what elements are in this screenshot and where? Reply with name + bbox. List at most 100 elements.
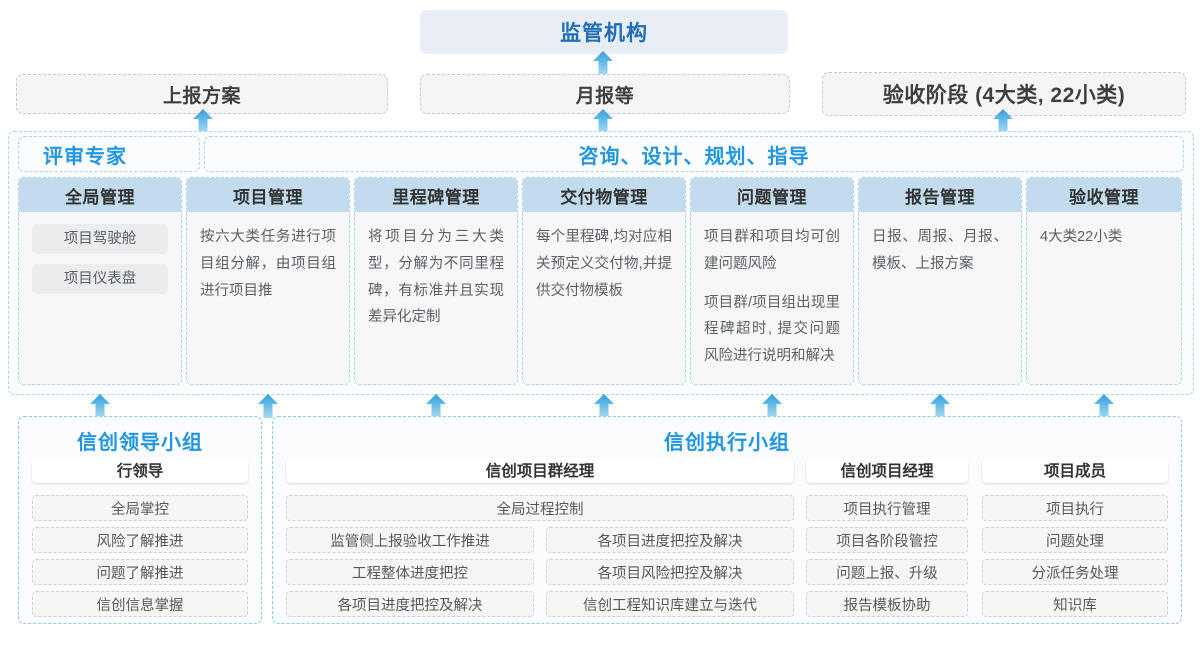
task-item[interactable]: 各项目进度把控及解决	[546, 527, 794, 553]
report-label: 月报等	[575, 85, 635, 107]
role-header-project-member: 项目成员	[982, 457, 1168, 483]
column-paragraph: 4大类22小类	[1040, 229, 1123, 245]
task-label: 项目执行	[1046, 501, 1104, 518]
task-item[interactable]: 全局掌控	[32, 495, 248, 521]
arrow-up-icon	[89, 393, 111, 419]
task-item[interactable]: 问题处理	[982, 527, 1168, 553]
column-project-management: 项目管理 按六大类任务进行项目组分解，由项目组进行项目推	[186, 177, 350, 385]
task-item[interactable]: 各项目进度把控及解决	[286, 591, 534, 617]
task-item[interactable]: 分派任务处理	[982, 559, 1168, 585]
task-item[interactable]: 报告模板协助	[806, 591, 968, 617]
regulator-box: 监管机构	[420, 10, 788, 54]
column-paragraph: 项目群和项目均可创建问题风险	[704, 229, 840, 272]
task-label: 问题处理	[1046, 533, 1104, 550]
task-item[interactable]: 项目执行管理	[806, 495, 968, 521]
chip-item[interactable]: 项目仪表盘	[32, 264, 168, 294]
column-paragraph: 日报、周报、月报、模板、上报方案	[872, 229, 1008, 272]
task-item[interactable]: 问题上报、升级	[806, 559, 968, 585]
arrow-up-icon	[192, 108, 214, 134]
column-global-management: 全局管理 项目驾驶舱 项目仪表盘	[18, 177, 182, 385]
arrow-up-icon	[257, 393, 279, 419]
arrow-up-icon	[1093, 393, 1115, 419]
column-paragraph: 按六大类任务进行项目组分解，由项目组进行项目推	[200, 229, 336, 299]
exec-group-title: 信创执行小组	[664, 432, 790, 454]
column-acceptance-management: 验收管理 4大类22小类	[1026, 177, 1182, 385]
task-label: 全局过程控制	[496, 501, 584, 518]
task-label: 项目各阶段管控	[836, 533, 938, 550]
task-item[interactable]: 知识库	[982, 591, 1168, 617]
arrow-up-icon	[761, 393, 783, 419]
role-label: 项目成员	[1043, 463, 1106, 480]
report-label: 上报方案	[162, 85, 241, 107]
column-header: 验收管理	[1027, 178, 1181, 212]
column-report-management: 报告管理 日报、周报、月报、模板、上报方案	[858, 177, 1022, 385]
task-item[interactable]: 各项目风险把控及解决	[546, 559, 794, 585]
task-label: 工程整体进度把控	[352, 565, 468, 582]
task-item[interactable]: 项目各阶段管控	[806, 527, 968, 553]
role-label: 信创项目经理	[840, 463, 934, 480]
task-label: 报告模板协助	[843, 597, 931, 614]
task-item[interactable]: 项目执行	[982, 495, 1168, 521]
task-label: 风险了解推进	[96, 533, 184, 550]
band-header-consulting: 咨询、设计、规划、指导	[204, 136, 1184, 172]
column-header: 项目管理	[187, 178, 349, 212]
role-header-bank-leader: 行领导	[32, 457, 248, 483]
column-header: 交付物管理	[523, 178, 685, 212]
column-paragraph: 项目群/项目组出现里程碑超时, 提交问题风险进行说明和解决	[704, 294, 840, 365]
task-item-full-width[interactable]: 全局过程控制	[286, 495, 794, 521]
task-item[interactable]: 信创工程知识库建立与迭代	[546, 591, 794, 617]
arrow-up-icon	[593, 393, 615, 419]
leader-group-title: 信创领导小组	[77, 432, 203, 454]
arrow-up-icon	[592, 50, 614, 76]
column-body: 项目驾驶舱 项目仪表盘	[19, 212, 181, 314]
column-body: 按六大类任务进行项目组分解，由项目组进行项目推	[187, 212, 349, 314]
task-label: 问题上报、升级	[836, 565, 938, 582]
column-header: 里程碑管理	[355, 178, 517, 212]
column-issue-management: 问题管理 项目群和项目均可创建问题风险 项目群/项目组出现里程碑超时, 提交问题…	[690, 177, 854, 385]
task-label: 全局掌控	[111, 501, 169, 518]
column-body: 将项目分为三大类型，分解为不同里程碑，有标准并且实现差异化定制	[355, 212, 517, 341]
task-label: 项目执行管理	[843, 501, 931, 518]
task-label: 信创信息掌握	[96, 597, 184, 614]
task-label: 各项目风险把控及解决	[597, 565, 743, 582]
role-label: 信创项目群经理	[485, 463, 595, 480]
column-header: 问题管理	[691, 178, 853, 212]
band-header-review-experts: 评审专家	[18, 136, 200, 172]
task-item[interactable]: 工程整体进度把控	[286, 559, 534, 585]
regulator-label: 监管机构	[560, 22, 648, 45]
arrow-up-icon	[592, 108, 614, 134]
task-label: 各项目进度把控及解决	[597, 533, 743, 550]
band-title: 咨询、设计、规划、指导	[578, 145, 810, 168]
column-body: 日报、周报、月报、模板、上报方案	[859, 212, 1021, 288]
column-header: 报告管理	[859, 178, 1021, 212]
task-label: 问题了解推进	[96, 565, 184, 582]
task-label: 各项目进度把控及解决	[337, 597, 483, 614]
report-label: 验收阶段 (4大类, 22小类)	[882, 84, 1126, 107]
band-title: 评审专家	[43, 145, 127, 168]
chip-item[interactable]: 项目驾驶舱	[32, 224, 168, 254]
arrow-up-icon	[425, 393, 447, 419]
task-label: 知识库	[1053, 597, 1097, 614]
column-body: 4大类22小类	[1027, 212, 1181, 261]
column-header: 全局管理	[19, 178, 181, 212]
column-deliverable-management: 交付物管理 每个里程碑,均对应相关预定义交付物,并提供交付物模板	[522, 177, 686, 385]
role-label: 行领导	[116, 463, 164, 480]
role-header-program-manager: 信创项目群经理	[286, 457, 794, 483]
report-box-0: 上报方案	[16, 74, 388, 114]
task-label: 信创工程知识库建立与迭代	[583, 597, 757, 614]
report-box-2: 验收阶段 (4大类, 22小类)	[822, 72, 1186, 116]
task-label: 监管侧上报验收工作推进	[330, 533, 490, 550]
column-milestone-management: 里程碑管理 将项目分为三大类型，分解为不同里程碑，有标准并且实现差异化定制	[354, 177, 518, 385]
column-paragraph: 将项目分为三大类型，分解为不同里程碑，有标准并且实现差异化定制	[368, 229, 504, 326]
task-item[interactable]: 监管侧上报验收工作推进	[286, 527, 534, 553]
task-item[interactable]: 问题了解推进	[32, 559, 248, 585]
column-paragraph: 每个里程碑,均对应相关预定义交付物,并提供交付物模板	[536, 229, 672, 299]
column-body: 项目群和项目均可创建问题风险 项目群/项目组出现里程碑超时, 提交问题风险进行说…	[691, 212, 853, 380]
arrow-up-icon	[992, 108, 1014, 134]
column-body: 每个里程碑,均对应相关预定义交付物,并提供交付物模板	[523, 212, 685, 314]
task-item[interactable]: 风险了解推进	[32, 527, 248, 553]
task-label: 分派任务处理	[1031, 565, 1119, 582]
arrow-up-icon	[929, 393, 951, 419]
task-item[interactable]: 信创信息掌握	[32, 591, 248, 617]
